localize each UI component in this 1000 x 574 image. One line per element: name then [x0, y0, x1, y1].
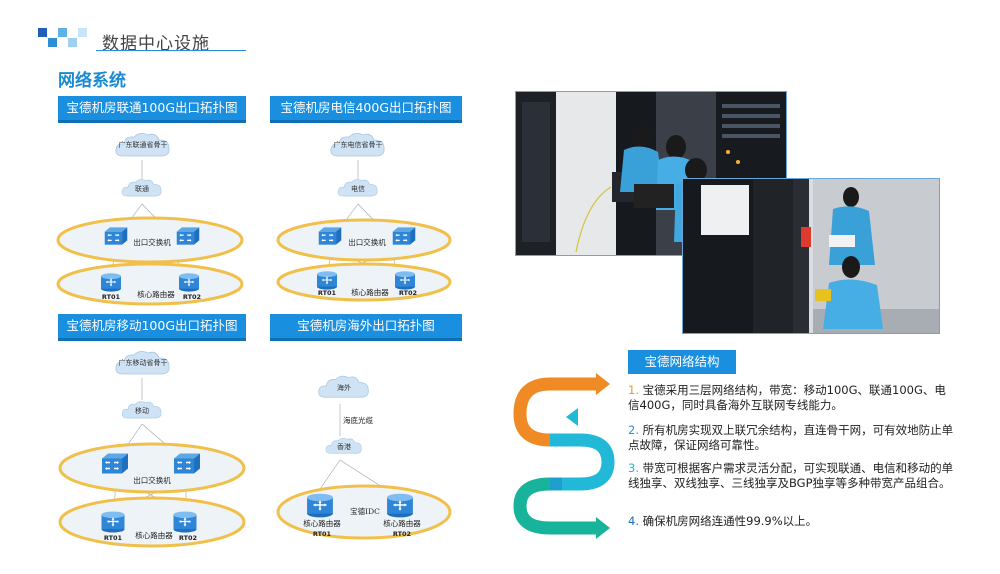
- topology-title: 宝德机房海外出口拓扑图: [270, 314, 462, 341]
- router-label: 核心路由器: [351, 287, 389, 297]
- switch-label: 出口交换机: [348, 237, 386, 247]
- router-icon: [100, 272, 122, 292]
- switch-icon: [392, 226, 416, 246]
- structure-point-4: 4. 确保机房网络连通性99.9%以上。: [628, 514, 818, 528]
- rt02-label: RT02: [393, 530, 411, 538]
- router-icon: [172, 510, 198, 533]
- carrier-label: 香港: [337, 442, 351, 451]
- router-icon: [306, 492, 334, 518]
- engineers-testing-equipment-photo: [682, 178, 940, 334]
- backbone-label: 广东联通省骨干: [119, 140, 168, 149]
- section-title: 网络系统: [58, 71, 126, 91]
- carrier-label: 电信: [351, 184, 365, 193]
- page-title: 数据中心设施: [102, 34, 210, 54]
- backbone-label: 广东电信省骨干: [334, 140, 383, 149]
- switch-label: 出口交换机: [133, 475, 171, 485]
- router-icon: [394, 270, 416, 290]
- router-label: 核心路由器: [383, 518, 421, 528]
- topology-overseas: 宝德机房海外出口拓扑图 海外 海底光缆 香港 宝德IDC 核心路由器 核心路由器…: [270, 314, 462, 540]
- rt02-label: RT02: [179, 534, 197, 542]
- link-label: 海底光缆: [343, 415, 373, 425]
- rt01-label: RT01: [102, 293, 121, 301]
- switch-icon: [318, 226, 342, 246]
- backbone-label: 海外: [337, 383, 351, 392]
- topology-title: 宝德机房移动100G出口拓扑图: [58, 314, 246, 341]
- topology-title: 宝德机房电信400G出口拓扑图: [270, 96, 462, 123]
- topology-mobile: 宝德机房移动100G出口拓扑图 广东移动省骨干 移动 出口交换机 RT01 核心…: [58, 314, 246, 548]
- router-layer-ellipse: [56, 262, 244, 306]
- flow-arrows-icon: [513, 373, 615, 539]
- title-underline: [96, 50, 246, 51]
- switch-icon: [176, 226, 200, 246]
- structure-point-3: 3. 带宽可根据客户需求灵活分配，可实现联通、电信和移动的单线独享、双线独享、三…: [628, 461, 954, 490]
- router-icon: [178, 272, 200, 292]
- router-icon: [316, 270, 338, 290]
- router-icon: [386, 492, 414, 518]
- router-label: 核心路由器: [135, 530, 173, 540]
- structure-point-1: 1. 宝德采用三层网络结构，带宽：移动100G、联通100G、电信400G，同时…: [628, 383, 946, 412]
- router-icon: [100, 510, 126, 533]
- router-layer-ellipse: [58, 496, 246, 548]
- rt01-label: RT01: [104, 534, 123, 542]
- structure-point-2: 2. 所有机房实现双上联冗余结构，直连骨干网，可有效地防止单点故障，保证网络可靠…: [628, 423, 954, 452]
- switch-label: 出口交换机: [133, 237, 171, 247]
- carrier-label: 移动: [135, 406, 149, 415]
- logo-squares-icon: [38, 28, 90, 48]
- rt01-label: RT01: [313, 530, 332, 538]
- topology-title: 宝德机房联通100G出口拓扑图: [58, 96, 246, 123]
- switch-icon: [104, 226, 128, 246]
- carrier-label: 联通: [135, 184, 149, 193]
- topology-telecom: 宝德机房电信400G出口拓扑图 广东电信省骨干 电信 出口交换机 RT01 核心…: [270, 96, 462, 302]
- router-label: 核心路由器: [303, 518, 341, 528]
- router-label: 核心路由器: [137, 289, 175, 299]
- switch-icon: [101, 452, 129, 475]
- network-structure-title: 宝德网络结构: [628, 350, 736, 374]
- rt02-label: RT02: [183, 293, 201, 301]
- switch-icon: [173, 452, 201, 475]
- idc-label: 宝德IDC: [350, 506, 380, 516]
- rt02-label: RT02: [399, 289, 417, 297]
- rt01-label: RT01: [318, 289, 337, 297]
- backbone-label: 广东移动省骨干: [119, 358, 168, 367]
- topology-unicom: 宝德机房联通100G出口拓扑图 广东联通省骨干 联通 出口交换机 RT01 核心…: [56, 96, 246, 306]
